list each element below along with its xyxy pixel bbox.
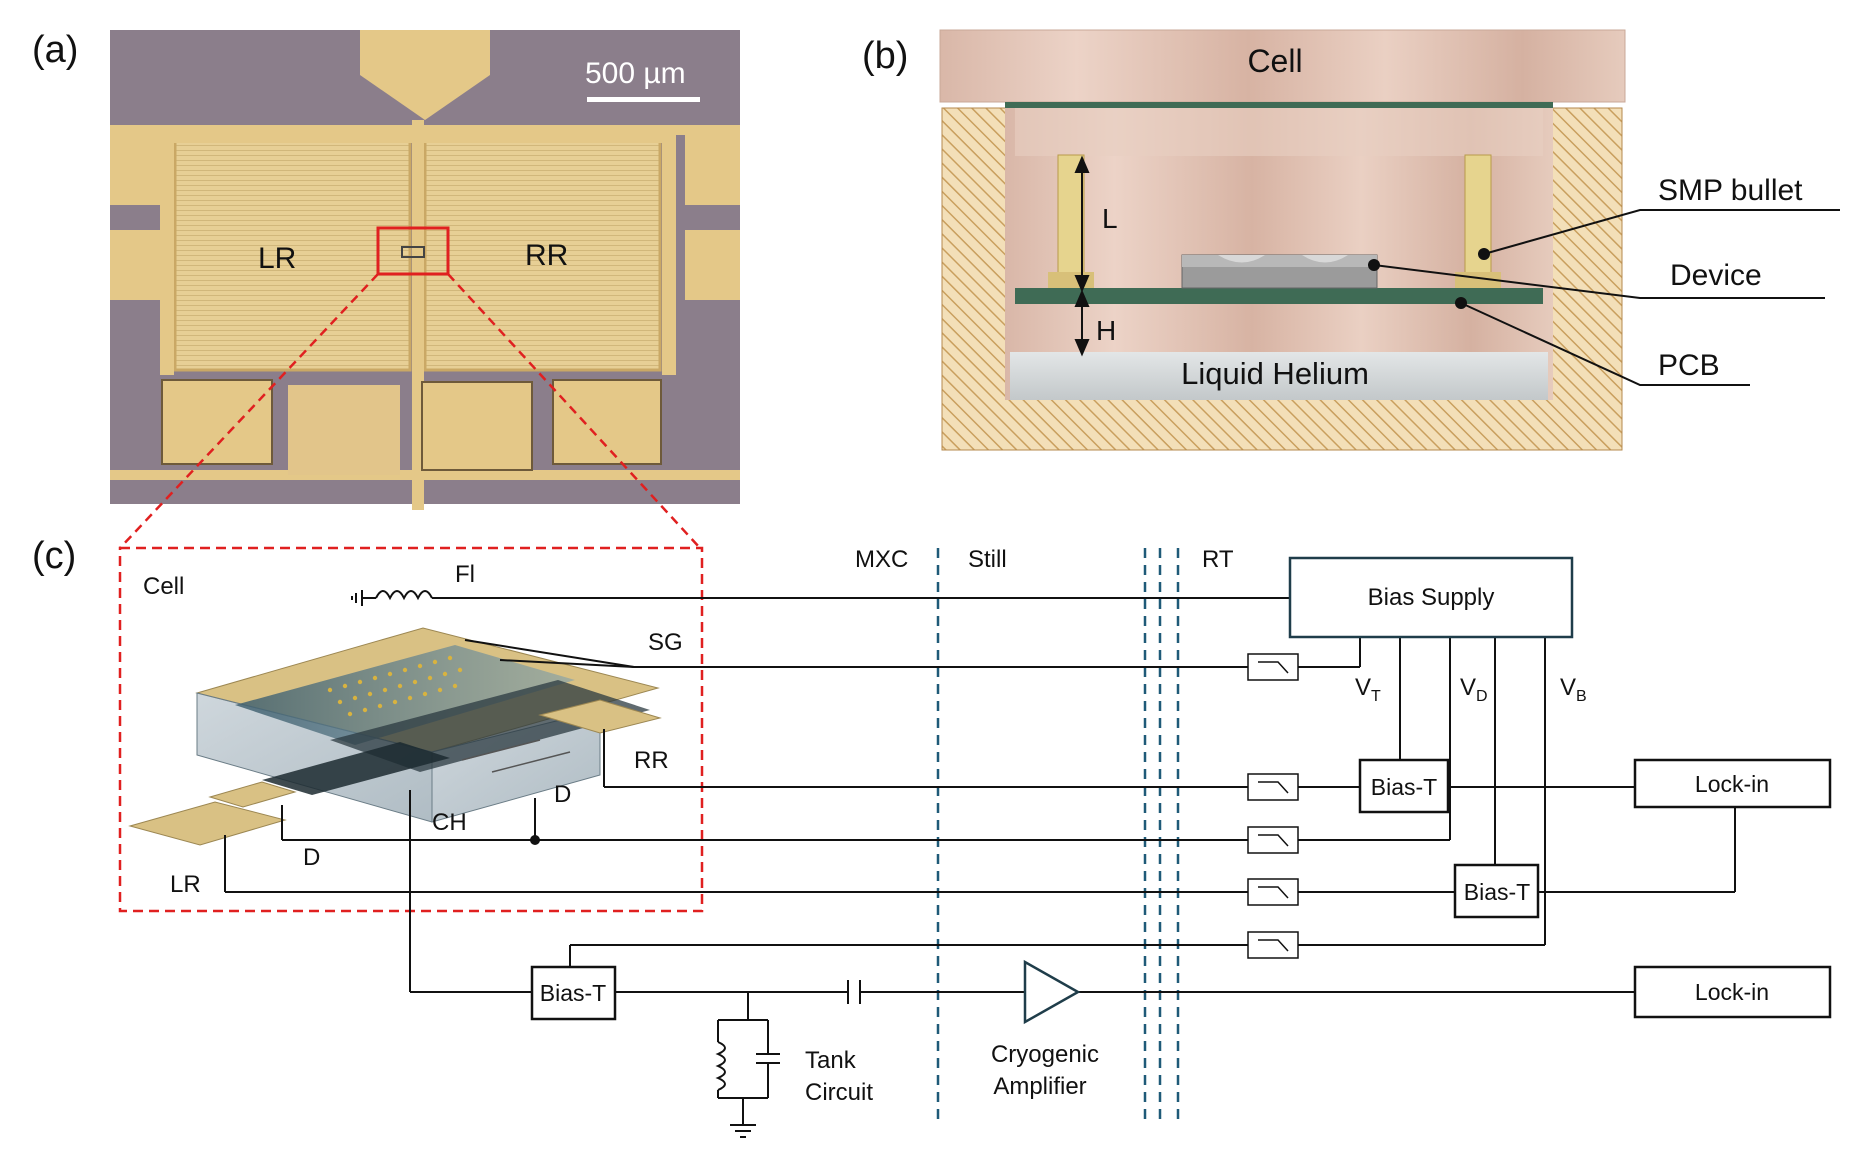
lower-pad-2 <box>288 385 400 475</box>
cryogenic-amplifier <box>1023 959 1081 1025</box>
stage-lines <box>936 548 1180 1125</box>
cell-cap <box>939 29 1626 103</box>
amp-line1: Cryogenic <box>991 1041 1099 1068</box>
device-3d <box>128 627 662 846</box>
helium-label: Liquid Helium <box>1181 356 1369 391</box>
smp-bullet-left <box>1057 154 1085 276</box>
filter-rr <box>1247 773 1299 801</box>
label-rr: RR <box>525 239 568 272</box>
bias-t-low-box <box>530 965 617 1021</box>
panel-a: (a) 500 µm LR RR <box>32 29 740 510</box>
bias-ring <box>110 125 740 135</box>
filter-symbols <box>1258 661 1289 952</box>
lockin-top-box <box>1633 758 1832 809</box>
tank-line1: Tank <box>805 1047 857 1074</box>
label-lr-c: LR <box>170 871 201 898</box>
d-junction <box>530 835 540 845</box>
pcb <box>1015 288 1543 304</box>
lower-pad-1 <box>161 379 273 465</box>
label-d-left: D <box>303 844 320 871</box>
right-resonator <box>423 138 662 372</box>
label-lr: LR <box>258 242 296 275</box>
left-resonator <box>173 138 412 372</box>
panel-b-tag: (b) <box>862 35 908 77</box>
bias-supply-label: Bias Supply <box>1368 584 1495 611</box>
filter-vb <box>1247 931 1299 959</box>
dimension-arrows <box>1074 155 1090 357</box>
bias-t-low-label: Bias-T <box>540 980 606 1006</box>
label-rr-c: RR <box>634 747 669 774</box>
electrode-rr <box>538 699 662 734</box>
cell-label: Cell <box>1247 43 1302 79</box>
filter-d <box>1247 826 1299 854</box>
zoom-highlight-box <box>376 226 450 276</box>
stage-mxc: MXC <box>855 546 908 573</box>
panel-b: (b) Cell Liquid Helium <box>862 29 1840 451</box>
pcb-marker <box>1455 297 1467 309</box>
panel-c-tag: (c) <box>32 535 76 577</box>
lower-pad-3 <box>421 381 533 471</box>
cell-box-label: Cell <box>143 573 184 600</box>
bias-t-top-box <box>1358 758 1450 814</box>
label-device: Device <box>1670 259 1762 292</box>
label-d-right: D <box>554 781 571 808</box>
label-smp-bullet: SMP bullet <box>1658 174 1803 207</box>
scale-bar-label: 500 µm <box>585 57 686 90</box>
electrode-d-left <box>208 781 297 808</box>
filter-sg <box>1247 653 1299 681</box>
electrode-lr <box>128 801 287 846</box>
top-feed-electrode <box>360 30 490 120</box>
filters <box>1247 653 1299 959</box>
bias-supply-box <box>1288 556 1574 639</box>
electrode-ch <box>262 742 450 795</box>
lower-pad-4 <box>552 379 662 465</box>
leader-lines <box>1373 209 1840 386</box>
lockin-top-label: Lock-in <box>1695 771 1769 797</box>
scale-bar <box>587 97 700 102</box>
dim-l: L <box>1102 203 1118 234</box>
panel-c: (c) Cell MXC Still RT <box>32 535 1832 1138</box>
electron-dots <box>327 655 463 717</box>
label-pcb: PCB <box>1658 349 1720 382</box>
label-fl: Fl <box>455 561 475 588</box>
label-vt: VT <box>1355 674 1381 705</box>
bias-t-mid-box <box>1453 863 1540 919</box>
tank-line2: Circuit <box>805 1079 873 1106</box>
stage-still: Still <box>968 546 1007 573</box>
stage-rt: RT <box>1202 546 1234 573</box>
filter-lr <box>1247 878 1299 906</box>
label-vd: VD <box>1460 674 1488 705</box>
lockin-bottom-label: Lock-in <box>1695 979 1769 1005</box>
lockin-bottom-box <box>1633 965 1832 1019</box>
label-ch: CH <box>432 809 467 836</box>
dim-h: H <box>1096 315 1116 346</box>
label-vb: VB <box>1560 674 1587 705</box>
panel-a-tag: (a) <box>32 29 78 71</box>
smp-marker <box>1478 248 1490 260</box>
liquid-helium <box>1010 352 1548 400</box>
helium-channel <box>235 645 575 745</box>
bias-t-top-label: Bias-T <box>1371 774 1437 800</box>
side-pad-left-top <box>110 135 165 205</box>
label-sg: SG <box>648 629 683 656</box>
cavity <box>1005 108 1553 400</box>
zoom-connectors <box>119 273 701 549</box>
wiring <box>224 590 1736 1138</box>
bias-t-mid-label: Bias-T <box>1464 879 1530 905</box>
device-marker <box>1368 259 1380 271</box>
amp-line2: Amplifier <box>993 1073 1086 1100</box>
